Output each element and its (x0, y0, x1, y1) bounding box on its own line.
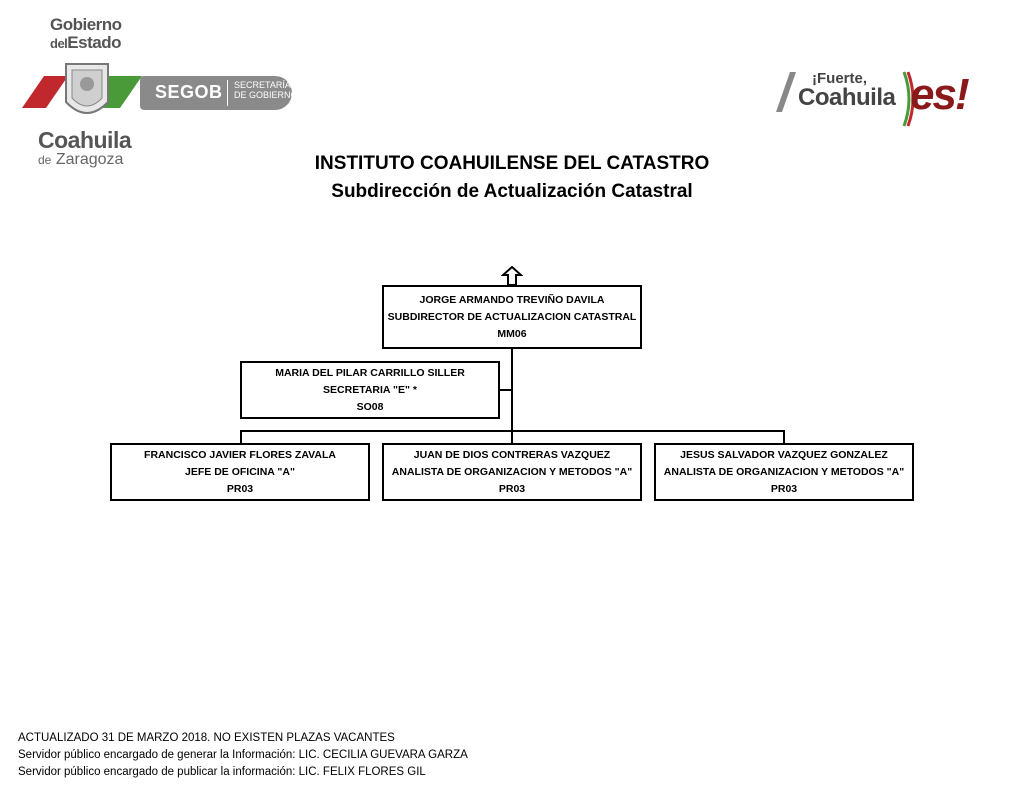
page-subtitle: Subdirección de Actualización Catastral (331, 181, 693, 202)
fuerte-text: ¡Fuerte, (812, 70, 868, 87)
logo-estado-text: delEstado (50, 34, 121, 52)
footer-updated-note: ACTUALIZADO 31 DE MARZO 2018. NO EXISTEN… (18, 732, 395, 744)
org-code: PR03 (498, 482, 526, 495)
logo-zaragoza-text: de Zaragoza (38, 151, 123, 169)
org-role: SUBDIRECTOR DE ACTUALIZACION CATASTRAL (387, 310, 637, 323)
segob-divider (227, 80, 228, 106)
org-role: SECRETARIA "E" * (323, 383, 417, 396)
segob-text: SEGOB (155, 82, 223, 102)
logo-coahuila-text: Coahuila (38, 127, 132, 153)
logo-estado-word: Estado (67, 33, 121, 52)
footer-publisher-note: Servidor público encargado de publicar l… (18, 766, 426, 778)
org-role: ANALISTA DE ORGANIZACION Y METODOS "A" (391, 465, 633, 478)
fuerte-coahuila-logo: ¡Fuerte, Coahuila es! (776, 70, 990, 130)
slash-mark-icon (776, 72, 796, 112)
org-name: FRANCISCO JAVIER FLORES ZAVALA (144, 448, 336, 461)
connector-assistant (498, 389, 512, 391)
org-role: JEFE DE OFICINA "A" (185, 465, 295, 478)
segob-subtitle-line2: DE GOBIERNO (234, 90, 298, 100)
segob-subtitle: SECRETARÍA DE GOBIERNO (234, 80, 298, 100)
org-name: JORGE ARMANDO TREVIÑO DAVILA (419, 293, 605, 306)
org-code: PR03 (770, 482, 798, 495)
logo-zaragoza-word: Zaragoza (55, 151, 124, 168)
logo-del-text: del (50, 36, 68, 51)
org-name: JESUS SALVADOR VAZQUEZ GONZALEZ (680, 448, 888, 461)
logo-gobierno-text: Gobierno (50, 15, 122, 34)
connector-drop-left (240, 430, 242, 444)
org-box-subordinate-3: JESUS SALVADOR VAZQUEZ GONZALEZ ANALISTA… (654, 443, 914, 501)
logo-de-text: de (38, 153, 52, 167)
segob-badge (140, 76, 292, 110)
org-code: SO08 (356, 400, 384, 413)
coat-of-arms-icon (22, 63, 142, 114)
gobierno-coahuila-logo: Gobierno delEstado SEGOB SECRETARÍA DE G… (22, 14, 302, 174)
es-text: es! (910, 70, 970, 119)
page-title: INSTITUTO COAHUILENSE DEL CATASTRO (314, 153, 710, 174)
org-box-subordinate-1: FRANCISCO JAVIER FLORES ZAVALA JEFE DE O… (110, 443, 370, 501)
connector-trunk (511, 347, 513, 431)
coahuila-text: Coahuila (798, 84, 896, 111)
connector-drop-center (511, 430, 513, 444)
home-arrow-icon (501, 266, 523, 286)
tricolor-bracket-icon (902, 71, 915, 127)
segob-subtitle-line1: SECRETARÍA (234, 80, 291, 90)
footer-generator-note: Servidor público encargado de generar la… (18, 749, 468, 761)
org-box-head: JORGE ARMANDO TREVIÑO DAVILA SUBDIRECTOR… (382, 285, 642, 349)
org-role: ANALISTA DE ORGANIZACION Y METODOS "A" (663, 465, 905, 478)
org-name: JUAN DE DIOS CONTRERAS VAZQUEZ (413, 448, 611, 461)
org-code: PR03 (226, 482, 254, 495)
connector-drop-right (783, 430, 785, 444)
org-box-assistant: MARIA DEL PILAR CARRILLO SILLER SECRETAR… (240, 361, 500, 419)
org-box-subordinate-2: JUAN DE DIOS CONTRERAS VAZQUEZ ANALISTA … (382, 443, 642, 501)
org-code: MM06 (497, 327, 527, 340)
org-name: MARIA DEL PILAR CARRILLO SILLER (275, 366, 465, 379)
